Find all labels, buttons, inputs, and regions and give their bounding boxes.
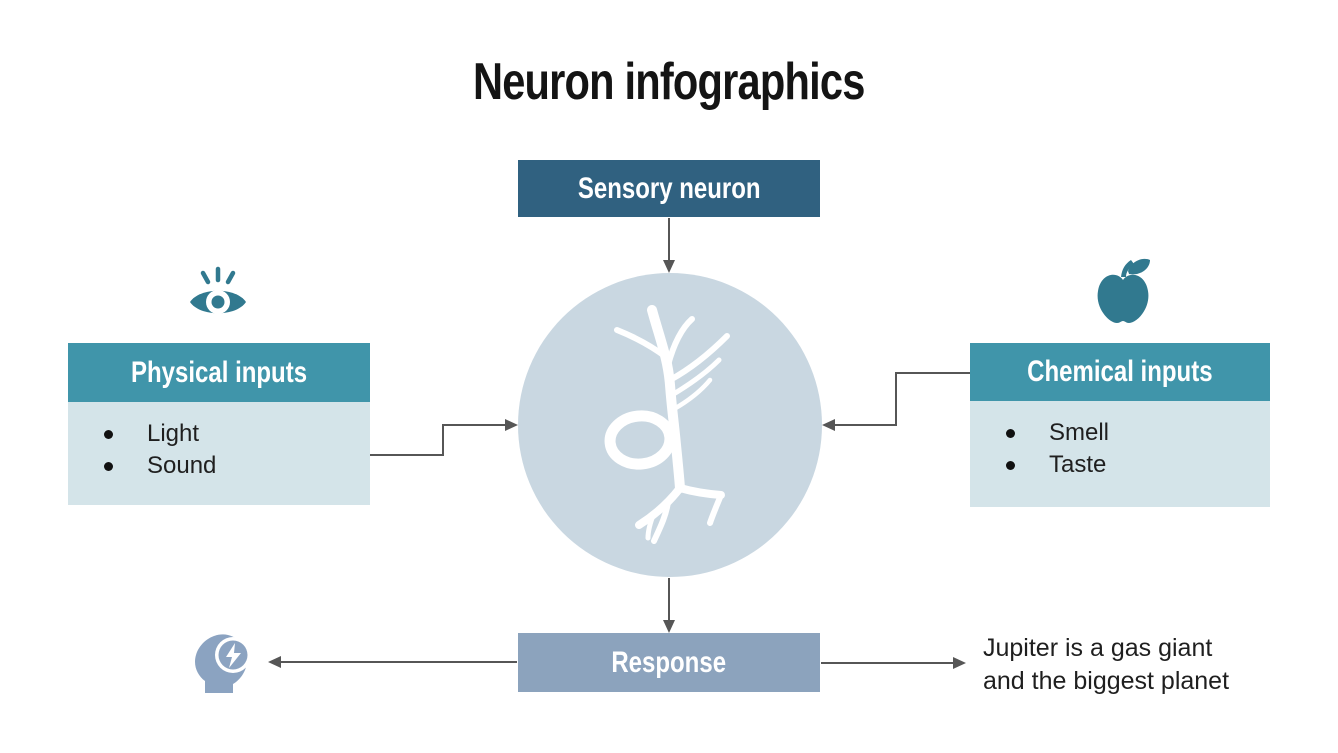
physical-inputs-body: Light Sound bbox=[68, 402, 370, 505]
chemical-inputs-panel[interactable]: Chemical inputs Smell Taste bbox=[970, 343, 1270, 507]
neuron-circle[interactable] bbox=[518, 273, 822, 577]
bullet-dot bbox=[104, 461, 113, 471]
list-item: Sound bbox=[104, 450, 370, 482]
chemical-inputs-header: Chemical inputs bbox=[970, 343, 1270, 401]
neuron-illustration bbox=[604, 305, 730, 544]
jupiter-note-line2: and the biggest planet bbox=[983, 667, 1230, 695]
chemical-inputs-body: Smell Taste bbox=[970, 401, 1270, 507]
page-title-text: Neuron infographics bbox=[473, 53, 865, 111]
chemical-inputs-title: Chemical inputs bbox=[1027, 355, 1213, 388]
eye-icon bbox=[190, 266, 246, 314]
physical-inputs-list: Light Sound bbox=[104, 418, 370, 482]
response-box[interactable]: Response bbox=[518, 633, 820, 692]
physical-inputs-header: Physical inputs bbox=[68, 343, 370, 402]
bullet-dot bbox=[104, 429, 113, 439]
list-item-label: Light bbox=[147, 420, 200, 447]
list-item: Taste bbox=[1006, 449, 1270, 481]
arrow-physical-to-circle bbox=[370, 419, 518, 456]
physical-inputs-title: Physical inputs bbox=[130, 355, 308, 389]
list-item-label: Smell bbox=[1049, 419, 1110, 446]
head-with-lightning-icon bbox=[195, 634, 251, 693]
apple-icon bbox=[1097, 258, 1150, 323]
list-item: Light bbox=[104, 418, 370, 450]
page-title: Neuron infographics bbox=[0, 52, 1338, 112]
sensory-neuron-label: Sensory neuron bbox=[577, 171, 761, 205]
chemical-inputs-list: Smell Taste bbox=[1006, 417, 1270, 481]
physical-inputs-panel[interactable]: Physical inputs Light Sound bbox=[68, 343, 370, 505]
jupiter-note: Jupiter is a gas giant and the biggest p… bbox=[983, 632, 1229, 698]
sensory-neuron-box[interactable]: Sensory neuron bbox=[518, 160, 820, 217]
bullet-dot bbox=[1006, 460, 1015, 470]
list-item-label: Sound bbox=[147, 452, 217, 479]
bullet-dot bbox=[1006, 428, 1015, 438]
arrow-chemical-to-circle bbox=[822, 372, 970, 431]
list-item: Smell bbox=[1006, 417, 1270, 449]
list-item-label: Taste bbox=[1049, 451, 1107, 478]
jupiter-note-line1: Jupiter is a gas giant bbox=[983, 634, 1213, 662]
response-label: Response bbox=[611, 645, 727, 679]
